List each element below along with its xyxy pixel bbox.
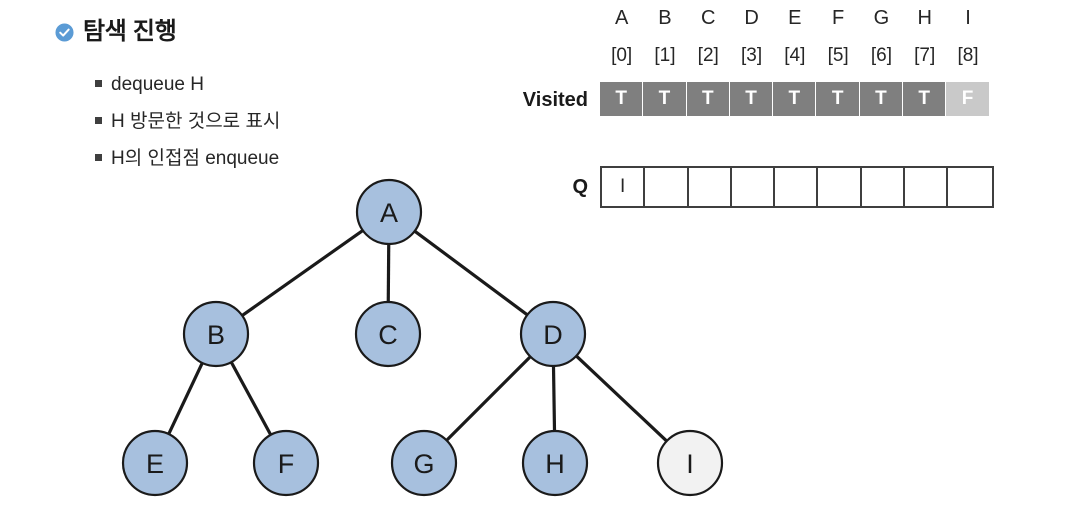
vertex-header-b: B [658,7,672,29]
queue-row-label: Q [572,176,588,198]
index-header-row: [0] [1] [2] [3] [4] [5] [6] [7] [8] [600,46,990,65]
list-item-label: dequeue H [111,74,204,95]
graph-node-b[interactable]: B [182,300,250,368]
graph-node-f[interactable]: F [252,429,320,497]
node-label-e: E [146,449,164,479]
square-bullet-icon [95,117,102,124]
index-header-3: [3] [740,45,763,66]
vertex-header-a: A [614,7,629,29]
queue-cell-2 [688,168,732,206]
node-circle-d [519,300,587,368]
vertex-header-i: I [965,7,971,29]
graph-edge-d-h [551,363,557,434]
queue-cell-4 [775,168,819,206]
index-header-1: [1] [654,45,676,66]
node-circle-e [121,429,189,497]
vertex-header-d: D [744,7,759,29]
page-title: 탐색 진행 [83,18,177,45]
index-header-2: [2] [697,45,719,66]
visited-cell-3: T [729,82,773,116]
visited-cell-1: T [643,82,686,116]
graph-edge-a-c [386,241,391,305]
vertex-header-e: E [788,7,802,29]
node-label-g: G [413,449,434,479]
index-header-4: [4] [784,45,806,66]
queue-cell-6 [861,168,906,206]
graph-node-d[interactable]: D [519,300,587,368]
graph-edge-a-b [239,227,366,319]
graph-node-a[interactable]: A [355,178,423,246]
bullet-list: dequeue H H 방문한 것으로 표시 H의 인접점 enqueue [95,74,515,186]
list-item: H 방문한 것으로 표시 [95,111,515,149]
queue-array: I [600,166,994,208]
queue-cell-5 [818,168,862,206]
node-label-c: C [378,320,398,350]
list-item: dequeue H [95,74,515,112]
node-circle-h [521,429,589,497]
visited-cell-7: T [903,82,946,116]
index-header-6: [6] [870,45,892,66]
graph-edge-d-g [444,354,533,443]
node-circle-c [354,300,422,368]
check-circle-icon [55,22,74,42]
graph-node-c[interactable]: C [354,300,422,368]
node-circle-g [390,429,458,497]
list-item-label: H 방문한 것으로 표시 [111,111,281,132]
visited-cell-8: F [946,82,989,116]
graph-edges [166,227,670,444]
graph-edge-b-e [166,360,205,437]
node-label-h: H [545,449,565,479]
node-circle-b [182,300,250,368]
vertex-header-h: H [917,7,932,29]
node-label-f: F [278,449,295,479]
slide-title-row: 탐색 진행 [55,20,177,44]
node-circle-i [656,429,724,497]
queue-cell-3 [731,168,776,206]
vertex-header-g: G [873,7,890,29]
vertex-header-c: C [701,7,716,29]
list-item: H의 인접점 enqueue [95,148,515,186]
vertex-header-row: A B C D E F G H I [600,8,990,28]
graph-nodes: A B C D E F G H I [121,178,724,497]
index-header-8: [8] [957,45,979,66]
graph-edge-b-f [228,359,274,438]
queue-cell-0: I [602,168,646,206]
node-circle-a [355,178,423,246]
graph-edge-d-i [573,353,670,444]
graph-node-h[interactable]: H [521,429,589,497]
index-header-0: [0] [611,45,633,66]
visited-cell-6: T [859,82,903,116]
queue-cell-7 [905,168,949,206]
graph-node-g[interactable]: G [390,429,458,497]
node-circle-f [252,429,320,497]
visited-cell-2: T [686,82,729,116]
graph-node-e[interactable]: E [121,429,189,497]
node-label-b: B [207,320,225,350]
graph-node-i[interactable]: I [656,429,724,497]
node-label-i: I [686,449,694,479]
visited-cell-0: T [600,82,643,116]
node-label-d: D [543,320,563,350]
node-label-a: A [380,198,398,228]
visited-cell-5: T [816,82,859,116]
visited-row-label: Visited [522,89,588,111]
square-bullet-icon [95,154,102,161]
queue-cell-1 [645,168,689,206]
graph-edge-a-d [412,228,530,318]
vertex-header-f: F [832,7,845,29]
index-header-7: [7] [914,45,936,66]
index-header-5: [5] [827,45,849,66]
queue-cell-8 [948,168,992,206]
square-bullet-icon [95,80,102,87]
list-item-label: H의 인접점 enqueue [111,148,280,169]
visited-cell-4: T [773,82,816,116]
